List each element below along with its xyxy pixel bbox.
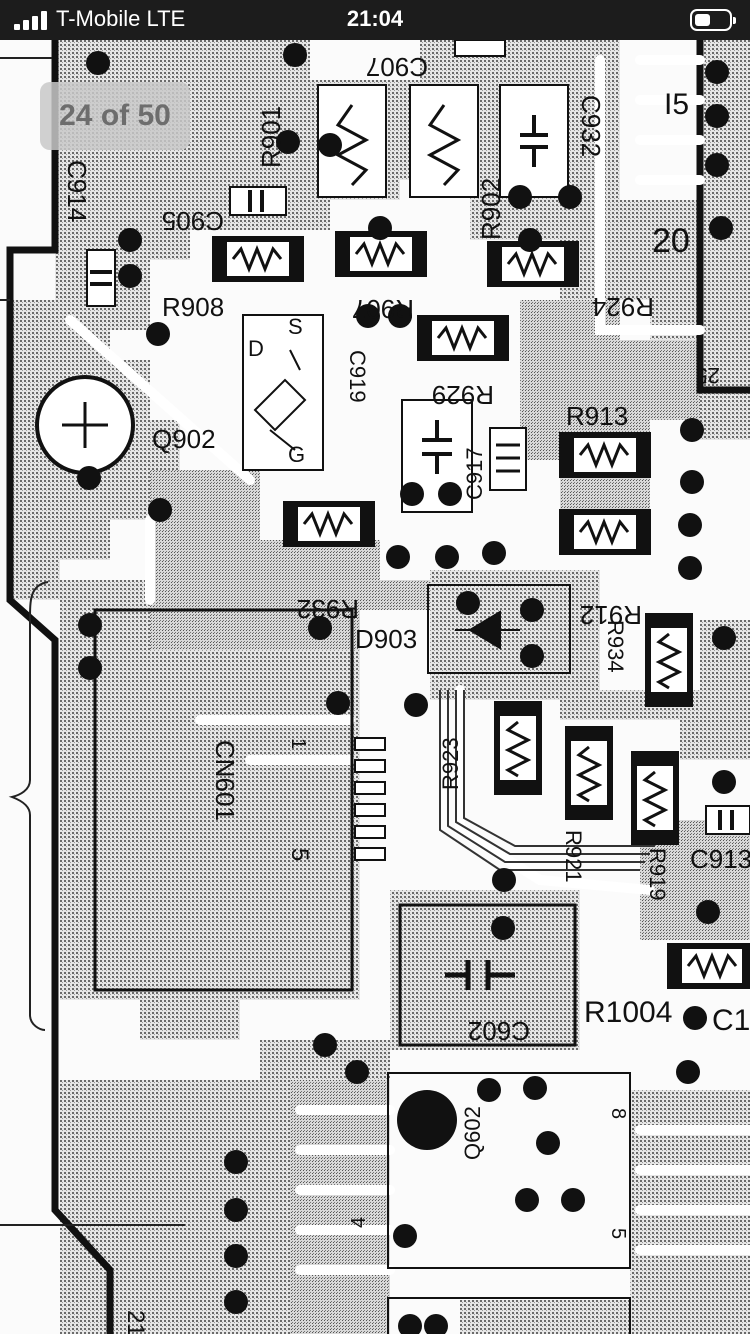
label-r901: R901	[256, 106, 286, 168]
label-pin-5b: 5	[607, 1228, 629, 1239]
label-pin-8: 8	[607, 1108, 629, 1119]
image-viewer[interactable]: C907 R901 C932 I5 C914 C905 R902 20 R924…	[0, 40, 750, 1334]
small-capacitors	[86, 40, 750, 835]
label-c917: C917	[462, 447, 487, 500]
fet-outline	[242, 314, 324, 471]
label-r919: R919	[645, 848, 670, 901]
label-cn601: CN601	[210, 740, 240, 821]
label-c914: C914	[62, 160, 92, 222]
label-20: 20	[652, 222, 690, 260]
label-pin-1: 1	[287, 738, 309, 749]
label-c913: C913	[690, 844, 750, 874]
label-r921: R921	[561, 830, 586, 883]
label-q902: Q902	[152, 424, 216, 454]
bracket-lines	[0, 57, 185, 1226]
capacitor-blocks	[398, 399, 577, 1047]
diode-d903-outline	[427, 584, 571, 674]
label-r923: R923	[438, 737, 463, 790]
connector-pins	[354, 737, 386, 861]
label-c932: C932	[576, 95, 606, 157]
label-r907: R907	[352, 294, 414, 324]
label-r929: R929	[432, 380, 494, 410]
trace-lines	[65, 55, 750, 1275]
label-i5: I5	[664, 88, 689, 121]
status-bar: T-Mobile LTE 21:04	[0, 0, 750, 40]
solder-pads	[77, 43, 736, 1334]
label-d: D	[248, 336, 264, 361]
component-labels: C907 R901 C932 I5 C914 C905 R902 20 R924…	[62, 52, 750, 1334]
signal-traces	[439, 690, 655, 871]
label-c919: C919	[345, 350, 370, 403]
label-r902: R902	[476, 178, 506, 240]
smd-resistors	[212, 231, 750, 989]
label-c905: C905	[162, 206, 224, 236]
label-r913: R913	[566, 401, 628, 431]
label-d903: D903	[355, 624, 417, 654]
label-r932: R932	[297, 594, 359, 624]
label-r934: R934	[603, 620, 628, 673]
page-counter: 24 of 50	[40, 82, 190, 150]
label-pin-4: 4	[348, 1217, 370, 1228]
label-r912: R912	[580, 600, 642, 630]
circuit-board-image[interactable]: C907 R901 C932 I5 C914 C905 R902 20 R924…	[0, 40, 750, 1334]
label-c602: C602	[468, 1016, 530, 1046]
label-c907: C907	[366, 52, 428, 82]
transistor-q602-outline	[387, 1072, 631, 1269]
resistors	[317, 84, 569, 198]
clock: 21:04	[346, 6, 404, 31]
signal-strength-icon	[14, 10, 48, 30]
carrier-label: T-Mobile LTE	[56, 6, 186, 31]
connector-cn601	[93, 608, 354, 992]
label-q602: Q602	[460, 1106, 485, 1160]
label-r924: R924	[592, 292, 654, 322]
label-s: S	[288, 314, 303, 339]
label-25: 25	[696, 363, 720, 388]
transistor-q902-mark	[62, 402, 108, 448]
label-r908: R908	[162, 292, 224, 322]
battery-icon	[690, 9, 736, 31]
label-21: 21	[122, 1310, 149, 1334]
label-pin-5: 5	[286, 848, 313, 861]
label-c1: C1	[712, 1004, 750, 1037]
label-g: G	[288, 442, 305, 467]
transistor-q602-mark	[397, 1090, 457, 1150]
label-r1004: R1004	[584, 996, 672, 1029]
board-outline	[6, 40, 750, 1334]
